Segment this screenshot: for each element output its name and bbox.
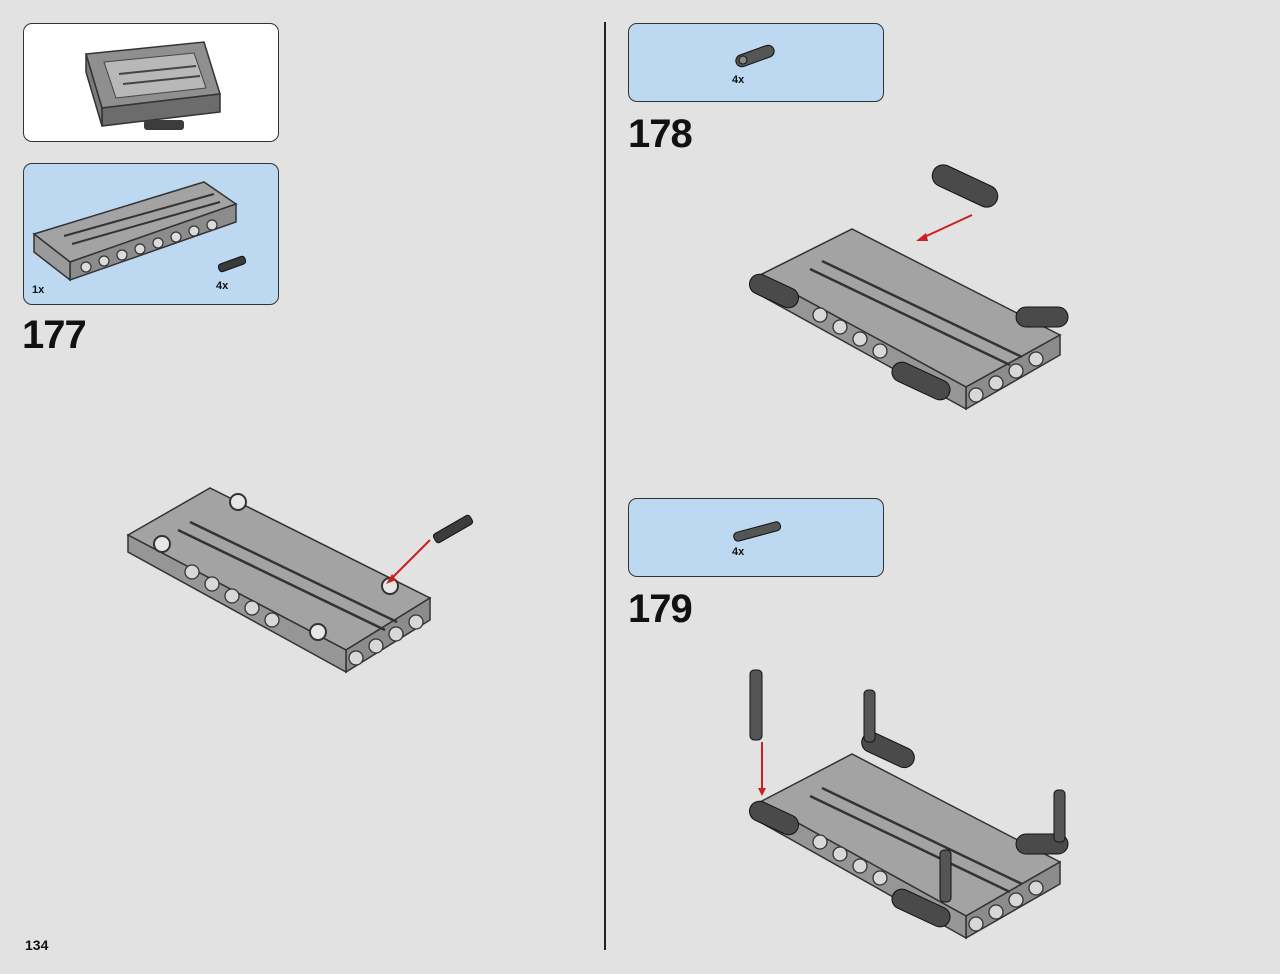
step-number: 177 bbox=[22, 313, 87, 357]
angled-connector-icon bbox=[735, 44, 775, 68]
page-divider bbox=[604, 22, 606, 950]
step179-parts-box: 4x bbox=[628, 498, 884, 577]
part-quantity: 4x bbox=[216, 280, 229, 292]
step178-illustration bbox=[748, 164, 1069, 411]
step-number: 178 bbox=[628, 112, 693, 156]
step179-illustration bbox=[748, 669, 1069, 940]
subassembly-illustration bbox=[85, 41, 221, 130]
axle-pin-long-icon bbox=[733, 521, 782, 542]
panel-frame-icon bbox=[32, 181, 238, 282]
step177-illustration bbox=[126, 487, 474, 674]
subassembly-preview bbox=[23, 23, 279, 142]
axle-pin-icon bbox=[217, 255, 247, 273]
step-number: 179 bbox=[628, 587, 693, 631]
part-quantity: 4x bbox=[732, 546, 745, 558]
step178-parts-box: 4x bbox=[628, 23, 884, 102]
page-number: 134 bbox=[25, 937, 49, 953]
part-quantity: 1x bbox=[32, 284, 45, 296]
step177-parts-box: 1x 4x bbox=[23, 163, 279, 305]
part-quantity: 4x bbox=[732, 74, 745, 86]
